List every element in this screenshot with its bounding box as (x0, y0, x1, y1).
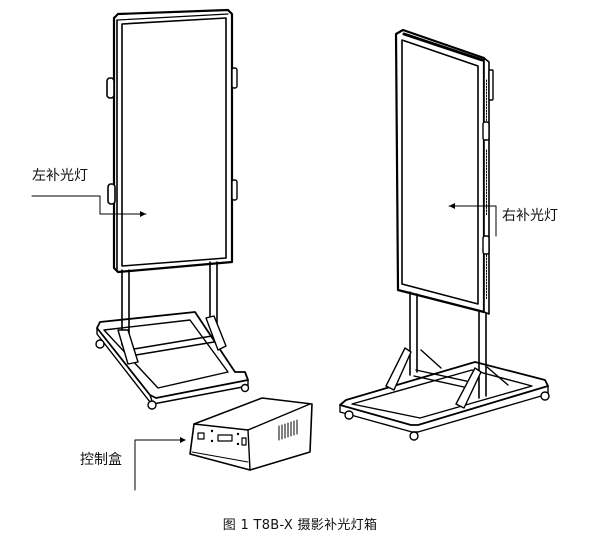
left-fill-light-drawing (95, 8, 250, 410)
left-light-label: 左补光灯 (32, 168, 88, 184)
right-light-label: 右补光灯 (502, 208, 558, 224)
control-box-drawing (189, 397, 313, 471)
figure-caption: 图 1 T8B-X 摄影补光灯箱 (222, 518, 378, 533)
leader-lines (31, 195, 497, 491)
right-fill-light-drawing (339, 28, 550, 441)
control-box-label: 控制盒 (80, 452, 122, 468)
